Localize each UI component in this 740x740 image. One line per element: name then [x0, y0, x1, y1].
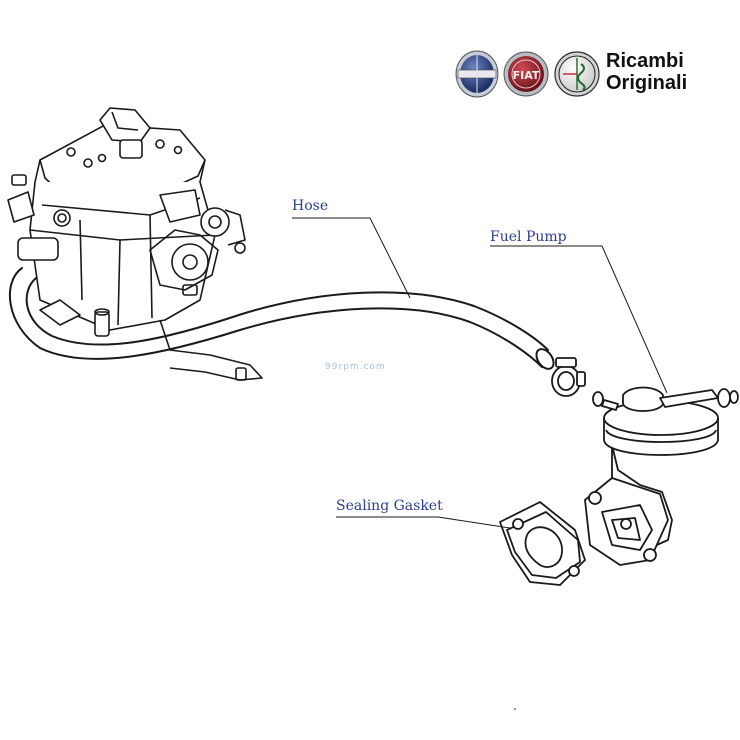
- brand-line-1: Ricambi: [606, 50, 684, 72]
- leader-lines: [292, 217, 668, 529]
- label-fuel-pump: Fuel Pump: [490, 229, 567, 245]
- watermark: 99rpm.com: [325, 362, 386, 372]
- fiat-badge-icon: FIAT: [503, 51, 549, 97]
- fuel-pump-drawing: [584, 386, 739, 566]
- alfa-romeo-badge-icon: [554, 51, 600, 97]
- hose-drawing: [8, 267, 555, 370]
- fuel-pump-leader-line-diagonal: [601, 245, 668, 394]
- lancia-badge-icon: [455, 50, 499, 98]
- brand-line-2: Originali: [606, 72, 688, 94]
- sealing-gasket-drawing: [499, 501, 586, 586]
- brand-text: Ricambi Originali: [606, 50, 687, 94]
- hose-leader-line-diagonal: [369, 217, 411, 299]
- svg-text:FIAT: FIAT: [513, 69, 540, 82]
- hose-clamp-drawing: [551, 357, 586, 397]
- label-hose: Hose: [292, 198, 329, 214]
- label-sealing-gasket: Sealing Gasket: [336, 498, 443, 514]
- carburettor-drawing: [7, 107, 263, 381]
- gasket-leader-line-diagonal: [437, 516, 511, 529]
